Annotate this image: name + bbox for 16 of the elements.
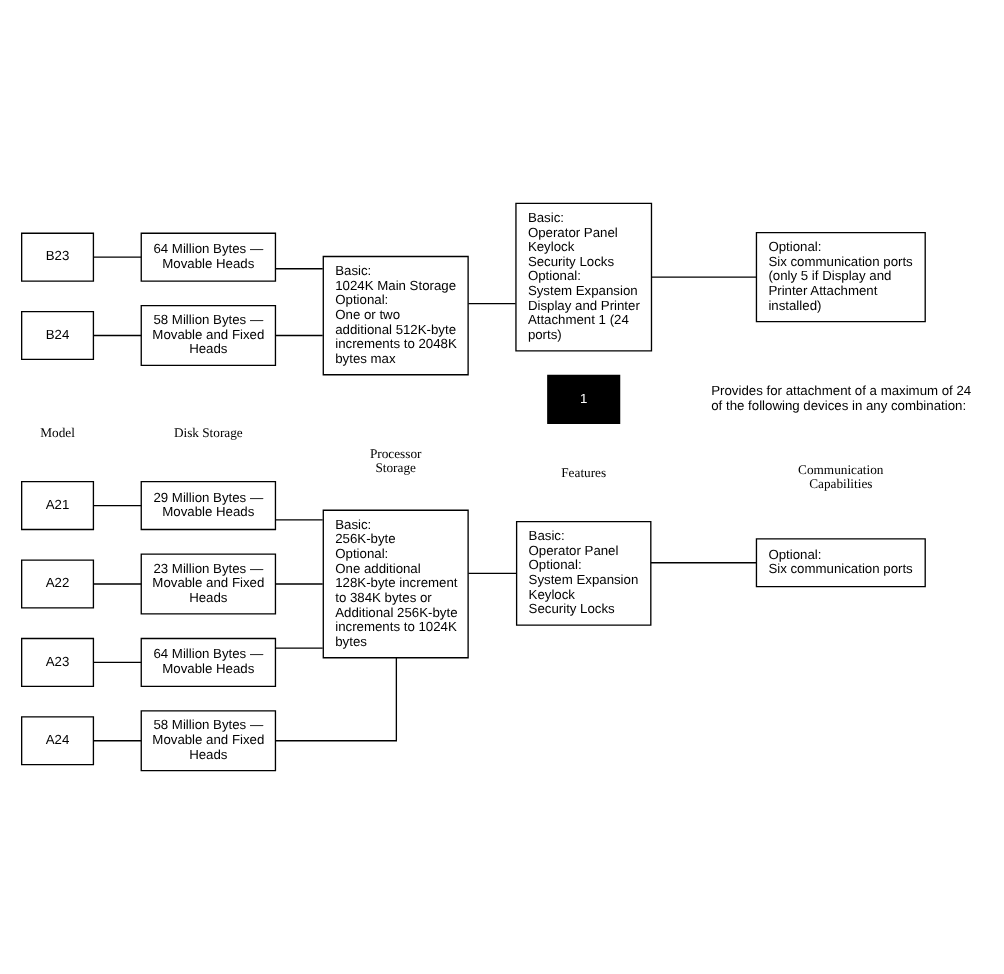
connector xyxy=(93,334,142,337)
connector xyxy=(274,334,324,337)
connector xyxy=(93,256,142,258)
connector xyxy=(467,572,517,575)
connector xyxy=(274,268,324,270)
connector xyxy=(93,661,142,664)
connector xyxy=(274,583,324,585)
connector xyxy=(650,562,757,564)
connector xyxy=(650,276,758,278)
connector xyxy=(93,740,142,742)
connector xyxy=(274,647,324,649)
connector xyxy=(275,657,398,742)
connector xyxy=(93,583,142,585)
connector xyxy=(467,302,517,305)
connector xyxy=(93,504,142,507)
connector xyxy=(274,519,324,521)
